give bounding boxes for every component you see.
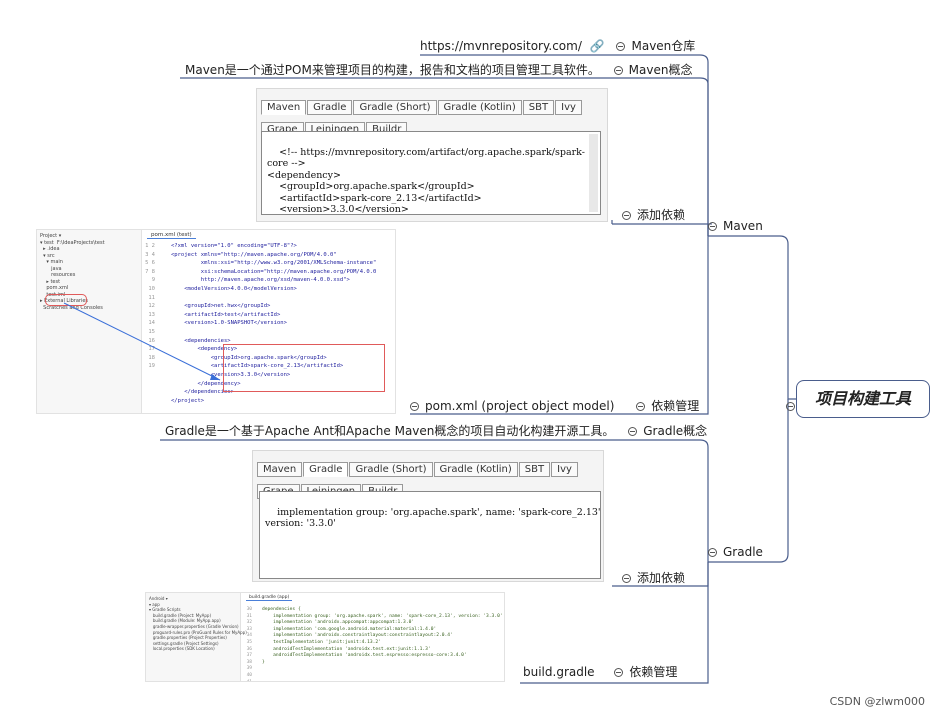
maven-concept-node[interactable]: Maven是一个通过POM来管理项目的构建，报告和文档的项目管理工具软件。 Ma… — [185, 62, 692, 78]
gradle-editor-tab-label[interactable]: build.gradle (app) — [249, 595, 290, 600]
tab-gradle-short[interactable]: Gradle (Short) — [349, 462, 433, 477]
project-panel: Project ▾ ▾ test F:\IdeaProjects\test ▸ … — [37, 230, 142, 413]
maven-repo-node[interactable]: https://mvnrepository.com/ 🔗 Maven仓库 — [420, 38, 695, 54]
tab-ivy[interactable]: Ivy — [555, 100, 582, 115]
android-tree: Android ▾ ▾ app ▾ Gradle Scripts build.g… — [149, 596, 247, 652]
gradle-concept-label: Gradle概念 — [643, 424, 708, 438]
maven-concept-text: Maven是一个通过POM来管理项目的构建，报告和文档的项目管理工具软件。 — [185, 63, 600, 77]
maven-add-dep-node[interactable]: 添加依赖 — [622, 207, 685, 223]
collapse-icon[interactable] — [410, 402, 419, 411]
collapse-icon[interactable] — [613, 66, 623, 75]
tab-maven[interactable]: Maven — [257, 462, 303, 477]
collapse-icon[interactable] — [708, 548, 717, 557]
maven-repo-url[interactable]: https://mvnrepository.com/ — [420, 39, 582, 53]
tab-maven[interactable]: Maven — [261, 100, 307, 115]
collapse-icon[interactable] — [636, 402, 646, 411]
tab-gradle-kotlin[interactable]: Gradle (Kotlin) — [433, 462, 518, 477]
link-icon[interactable]: 🔗 — [589, 39, 605, 53]
watermark: CSDN @zlwm000 — [829, 695, 925, 708]
maven-branch[interactable]: Maven — [708, 218, 763, 234]
maven-snippet-code[interactable]: <!-- https://mvnrepository.com/artifact/… — [261, 131, 601, 215]
gradle-editor-tab: build.gradle (app) — [246, 595, 293, 601]
line-numbers: 1 2 3 4 5 6 7 8 9 10 11 12 13 14 15 16 1… — [145, 243, 155, 370]
gradle-concept-text: Gradle是一个基于Apache Ant和Apache Maven概念的项目自… — [165, 424, 615, 438]
maven-snippet-text: <!-- https://mvnrepository.com/artifact/… — [267, 146, 585, 215]
pom-file-highlight — [45, 294, 87, 306]
editor-tab: pom.xml (test) — [147, 232, 196, 239]
root-collapse-icon[interactable] — [786, 402, 795, 411]
gradle-line-numbers: 30 31 32 33 34 35 36 37 38 39 40 41 — [246, 607, 252, 681]
gradle-ide-image: Android ▾ ▾ app ▾ Gradle Scripts build.g… — [145, 592, 505, 682]
gradle-branch[interactable]: Gradle — [708, 544, 763, 560]
tab-sbt[interactable]: SBT — [522, 100, 555, 115]
gradle-concept-node[interactable]: Gradle是一个基于Apache Ant和Apache Maven概念的项目自… — [165, 423, 707, 439]
gradle-snippet-code[interactable]: implementation group: 'org.apache.spark'… — [259, 491, 601, 579]
maven-branch-label: Maven — [723, 219, 763, 233]
collapse-icon[interactable] — [708, 222, 717, 231]
collapse-icon[interactable] — [616, 42, 626, 51]
gradle-dep-mgmt-label: 依赖管理 — [629, 665, 678, 679]
collapse-icon[interactable] — [622, 211, 631, 220]
build-gradle-text: build.gradle — [523, 665, 595, 679]
android-panel: Android ▾ ▾ app ▾ Gradle Scripts build.g… — [146, 593, 247, 681]
pom-text: pom.xml (project object model) — [425, 399, 615, 413]
root-node[interactable]: 项目构建工具 — [796, 380, 930, 418]
maven-dep-mgmt-node[interactable]: pom.xml (project object model) 依赖管理 — [410, 398, 699, 414]
pom-code: <?xml version="1.0" encoding="UTF-8"?> <… — [171, 243, 377, 404]
scrollbar[interactable] — [589, 134, 598, 212]
gradle-add-dep-label: 添加依赖 — [637, 571, 686, 585]
gradle-snippet-text: implementation group: 'org.apache.spark'… — [265, 506, 601, 530]
tab-gradle[interactable]: Gradle — [303, 462, 349, 477]
tab-gradle-kotlin[interactable]: Gradle (Kotlin) — [437, 100, 522, 115]
editor-tab-label[interactable]: pom.xml (test) — [151, 232, 192, 238]
tab-gradle[interactable]: Gradle — [307, 100, 353, 115]
collapse-icon[interactable] — [628, 427, 638, 436]
collapse-icon[interactable] — [622, 574, 631, 583]
gradle-code: dependencies { implementation group: 'or… — [262, 607, 503, 665]
gradle-branch-label: Gradle — [723, 545, 763, 559]
tab-gradle-short[interactable]: Gradle (Short) — [353, 100, 437, 115]
tab-ivy[interactable]: Ivy — [551, 462, 578, 477]
maven-repo-label: Maven仓库 — [631, 39, 696, 53]
gradle-dep-mgmt-node[interactable]: build.gradle 依赖管理 — [523, 664, 677, 680]
gradle-add-dep-node[interactable]: 添加依赖 — [622, 570, 685, 586]
tab-sbt[interactable]: SBT — [518, 462, 551, 477]
pom-ide-image: Project ▾ ▾ test F:\IdeaProjects\test ▸ … — [36, 229, 396, 414]
dependency-highlight-box — [223, 344, 385, 392]
maven-concept-label: Maven概念 — [628, 63, 693, 77]
collapse-icon[interactable] — [614, 668, 624, 677]
root-label: 项目构建工具 — [814, 389, 911, 408]
maven-add-dep-label: 添加依赖 — [637, 208, 686, 222]
maven-dep-mgmt-label: 依赖管理 — [651, 399, 700, 413]
